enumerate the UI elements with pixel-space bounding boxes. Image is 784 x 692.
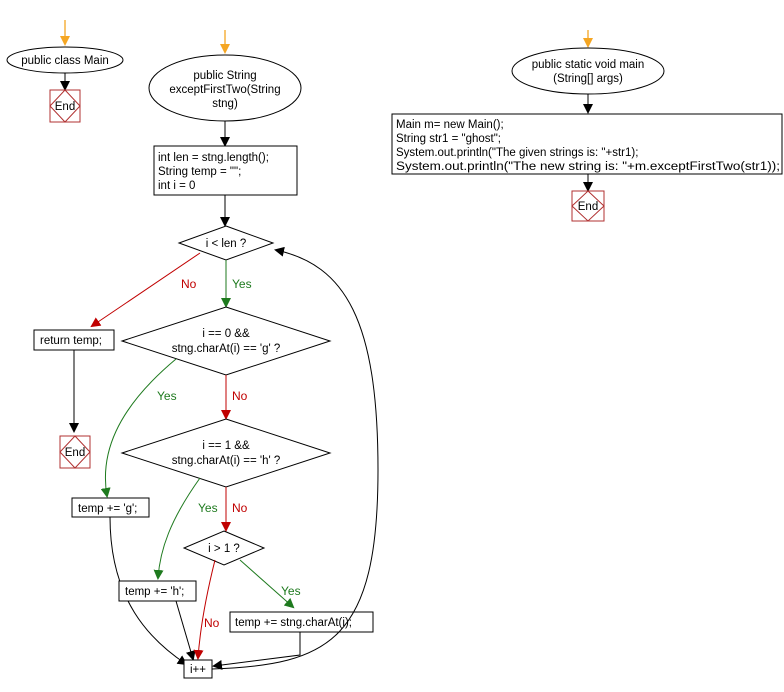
- arrow-gt1-no: [193, 559, 216, 660]
- except-first-two-group: public String exceptFirstTwo(String stng…: [33, 30, 379, 679]
- main-body-line-2: String str1 = "ghost";: [396, 133, 501, 145]
- arrow-h-yes: [153, 477, 201, 580]
- append-h-label: temp += 'h';: [125, 586, 184, 598]
- end-node-class: End: [49, 89, 81, 123]
- condition-h-line-2: stng.charAt(i) == 'h' ?: [172, 455, 281, 467]
- arrow-gt1-yes: [239, 559, 295, 609]
- label-yes-g: Yes: [157, 389, 177, 403]
- condition-gt1-label: i > 1 ?: [208, 543, 240, 555]
- label-no-gt1: No: [204, 616, 220, 630]
- method-signature-line-3: stng): [212, 98, 238, 110]
- class-main-title: public class Main: [21, 55, 109, 67]
- main-body-line-4: System.out.println("The new string is: "…: [396, 161, 780, 173]
- append-char-label: temp += stng.charAt(i);: [235, 617, 352, 629]
- condition-g-decision: [120, 306, 332, 376]
- main-signature-line-1: public static void main: [532, 59, 645, 71]
- main-method-group: public static void main (String[] args) …: [391, 30, 783, 222]
- condition-gt1-decision: [182, 530, 266, 566]
- label-yes-loop: Yes: [232, 277, 252, 291]
- main-body-line-3: System.out.println("The given strings is…: [396, 147, 638, 159]
- class-main-group: public class Main End: [6, 20, 124, 123]
- append-char-box: [229, 611, 374, 633]
- label-yes-h: Yes: [198, 501, 218, 515]
- condition-h-decision: [120, 418, 332, 488]
- end-node-method: End: [59, 435, 91, 469]
- label-no-h: No: [232, 501, 248, 515]
- init-line-1: int len = stng.length();: [158, 152, 269, 164]
- end-node-main: End: [571, 190, 605, 222]
- condition-h-line-1: i == 1 &&: [202, 440, 250, 452]
- arrow-loop-no: [90, 252, 201, 328]
- return-label: return temp;: [40, 335, 102, 347]
- init-line-2: String temp = "";: [158, 166, 241, 178]
- main-body-line-1: Main m= new Main();: [396, 119, 504, 131]
- method-signature-line-1: public String: [193, 70, 256, 82]
- label-no-g: No: [232, 389, 248, 403]
- loop-condition-label: i < len ?: [206, 238, 247, 250]
- increment-label: i++: [190, 664, 206, 676]
- condition-g-line-1: i == 0 &&: [202, 328, 250, 340]
- end-label: End: [55, 101, 75, 113]
- init-line-3: int i = 0: [158, 180, 195, 192]
- arrow-g-yes: [100, 358, 177, 498]
- main-body-box: [391, 113, 783, 175]
- main-signature-line-2: (String[] args): [553, 73, 623, 85]
- main-signature-terminal: [511, 47, 665, 95]
- end-label: End: [65, 447, 85, 459]
- append-h-box: [118, 580, 197, 602]
- append-g-label: temp += 'g';: [78, 503, 137, 515]
- end-label: End: [578, 201, 598, 213]
- label-yes-gt1: Yes: [281, 584, 301, 598]
- init-process-box: [153, 145, 298, 196]
- method-signature-line-2: exceptFirstTwo(String: [169, 84, 280, 96]
- condition-g-line-2: stng.charAt(i) == 'g' ?: [172, 343, 281, 355]
- label-no-loop: No: [181, 277, 197, 291]
- arrow-loop-back: [211, 246, 379, 670]
